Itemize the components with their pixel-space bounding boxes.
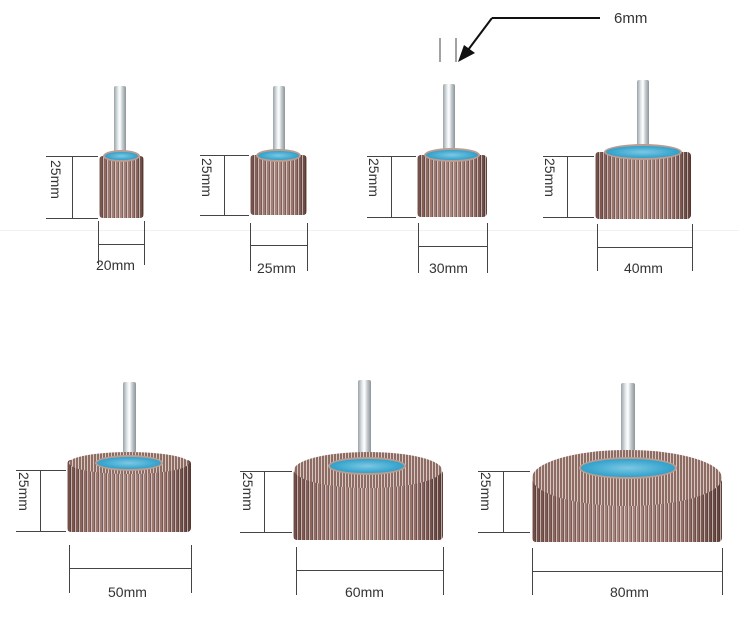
diameter-label: 60mm bbox=[345, 584, 384, 600]
shaft bbox=[273, 86, 285, 156]
shaft bbox=[637, 80, 649, 154]
abrasive-wheel bbox=[417, 155, 487, 217]
row-divider bbox=[0, 230, 739, 231]
shaft bbox=[443, 84, 455, 156]
diameter-label: 40mm bbox=[624, 260, 663, 276]
height-label: 25mm bbox=[478, 472, 494, 511]
height-label: 25mm bbox=[366, 158, 382, 197]
hub bbox=[424, 148, 480, 162]
hub bbox=[256, 149, 301, 162]
hub bbox=[579, 457, 677, 479]
hub bbox=[328, 457, 406, 475]
abrasive-wheel bbox=[99, 156, 144, 218]
callout-label: 6mm bbox=[614, 10, 648, 27]
diameter-label: 50mm bbox=[108, 584, 147, 600]
height-label: 25mm bbox=[16, 472, 32, 511]
height-label: 25mm bbox=[48, 160, 64, 199]
diameter-label: 20mm bbox=[96, 257, 135, 273]
callout-arrow-icon bbox=[439, 17, 600, 62]
abrasive-wheel bbox=[250, 155, 307, 215]
hub bbox=[604, 144, 682, 160]
height-label: 25mm bbox=[240, 472, 256, 511]
diameter-label: 25mm bbox=[257, 260, 296, 276]
abrasive-wheel bbox=[595, 152, 691, 219]
height-label: 25mm bbox=[542, 158, 558, 197]
height-label: 25mm bbox=[199, 158, 215, 197]
hub bbox=[95, 455, 163, 471]
hub bbox=[103, 150, 140, 162]
shaft bbox=[621, 383, 635, 467]
shaft bbox=[358, 380, 371, 464]
diameter-label: 80mm bbox=[610, 584, 649, 600]
shaft bbox=[114, 86, 126, 158]
diameter-label: 30mm bbox=[429, 260, 468, 276]
shaft bbox=[123, 382, 136, 464]
